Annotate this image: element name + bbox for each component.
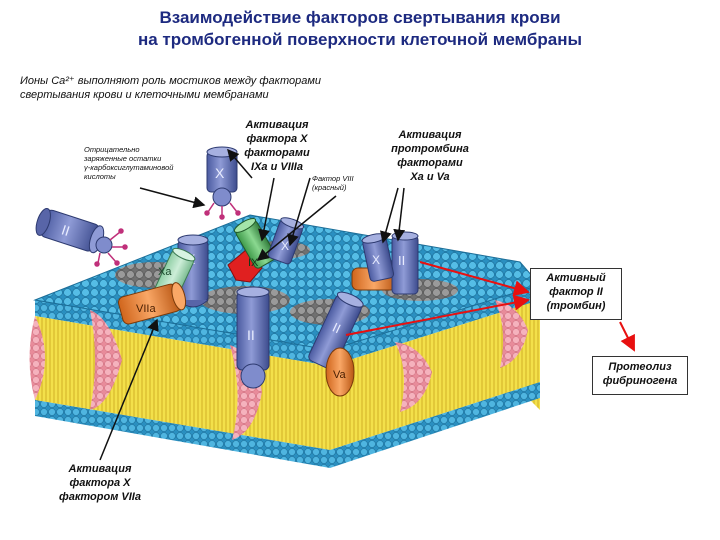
label-activation-prothrombin-line-1: Активация [370,128,490,142]
label-activation-x-ixa: Активация фактора X факторами IXa и VIII… [222,118,332,174]
label-neg-residues-line-2: заряженные остатки [84,154,184,163]
label-factor-viii-line-1: Фактор VIII [312,174,354,183]
arrow-to-proteolysis [620,322,634,350]
label-factor-viii-line-2: (красный) [312,183,354,192]
label-activation-prothrombin-line-4: Xa и Va [370,170,490,184]
label-activation-prothrombin-line-3: факторами [370,156,490,170]
factor-viia-letter: VIIa [136,303,156,315]
box-thrombin-line-3: (тромбин) [531,299,621,313]
label-activation-x-ixa-line-2: фактора X [222,132,332,146]
arrow-neg-residues [140,188,204,205]
label-neg-residues-line-3: γ-карбоксиглутаминовой [84,163,184,172]
label-activation-x-viia-line-1: Активация [52,462,148,476]
box-proteolysis-line-1: Протеолиз [593,360,687,374]
label-neg-residues: Отрицательно заряженные остатки γ-карбок… [84,145,184,181]
factor-ii-right-letter: II [398,253,405,268]
factor-ii-center-letter: II [247,327,255,343]
factor-ii-center: II [237,287,269,388]
factor-x-right-letter: X [372,253,380,267]
label-activation-x-viia-line-3: фактором VIIa [52,490,148,504]
label-activation-prothrombin: Активация протромбина факторами Xa и Va [370,128,490,184]
box-proteolysis-line-2: фибриногена [593,374,687,388]
box-thrombin-line-1: Активный [531,271,621,285]
label-activation-x-ixa-line-3: факторами [222,146,332,160]
label-factor-viii: Фактор VIII (красный) [312,174,354,192]
label-activation-x-viia: Активация фактора X фактором VIIa [52,462,148,504]
label-activation-x-ixa-line-1: Активация [222,118,332,132]
label-activation-x-ixa-line-4: IXa и VIIIa [222,160,332,174]
label-neg-residues-line-4: кислоты [84,172,184,181]
factor-ix-letter: IX [248,257,259,269]
box-thrombin: Активный фактор II (тромбин) [530,268,622,320]
box-proteolysis: Протеолиз фибриногена [592,356,688,395]
box-thrombin-line-2: фактор II [531,285,621,299]
label-activation-prothrombin-line-2: протромбина [370,142,490,156]
label-neg-residues-line-1: Отрицательно [84,145,184,154]
label-activation-x-viia-line-2: фактора X [52,476,148,490]
factor-va-letter: Va [333,369,347,381]
factor-xa-letter: Xa [158,266,172,278]
factor-ii-free: II [33,207,127,266]
